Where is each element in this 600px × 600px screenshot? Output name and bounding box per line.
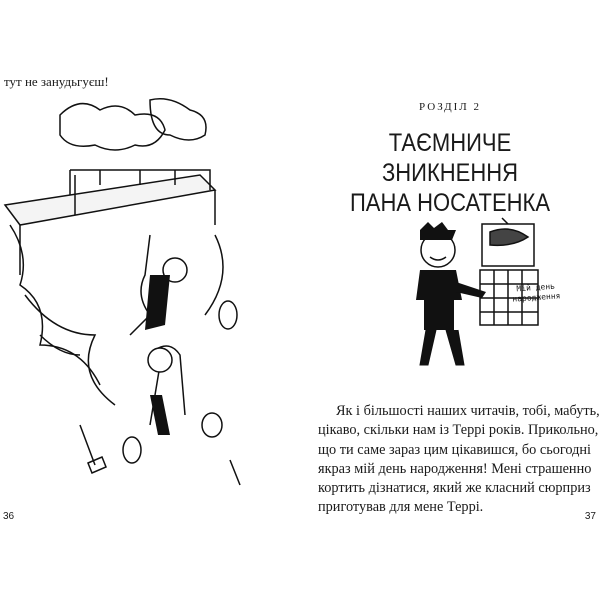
body-line: що ти саме зараз цим цікавишся, бо сього… bbox=[318, 441, 592, 458]
chapter-title: ТАЄМНИЧЕ ЗНИКНЕННЯ ПАНА НОСАТЕНКА bbox=[318, 128, 582, 218]
body-line: якраз мій день народження! Мені страшенн… bbox=[318, 460, 592, 477]
birthday-caption: Мій день народження bbox=[511, 281, 561, 304]
body-line: приготував для мене Террі. bbox=[318, 499, 484, 516]
left-page-top-text: тут не занудьгуєш! bbox=[4, 74, 109, 89]
body-line: кортить дізнатися, який же класний сюрпр… bbox=[318, 480, 591, 497]
page-number-right: 37 bbox=[584, 511, 596, 522]
body-line: цікаво, скільки нам із Террі років. Прик… bbox=[318, 422, 599, 439]
page-number-left: 36 bbox=[3, 511, 15, 522]
chapter-title-line: ПАНА НОСАТЕНКА bbox=[349, 189, 551, 217]
boy-with-calendar-illustration bbox=[416, 217, 539, 366]
chapter-label: РОЗДІЛ 2 bbox=[419, 101, 481, 113]
body-paragraph: Як і більшості наших читачів, тобі, мабу… bbox=[318, 402, 600, 518]
chapter-title-line: ТАЄМНИЧЕ ЗНИКНЕННЯ bbox=[381, 129, 519, 187]
treehouse-illustration bbox=[3, 98, 241, 486]
body-line: Як і більшості наших читачів, тобі, мабу… bbox=[336, 403, 600, 419]
